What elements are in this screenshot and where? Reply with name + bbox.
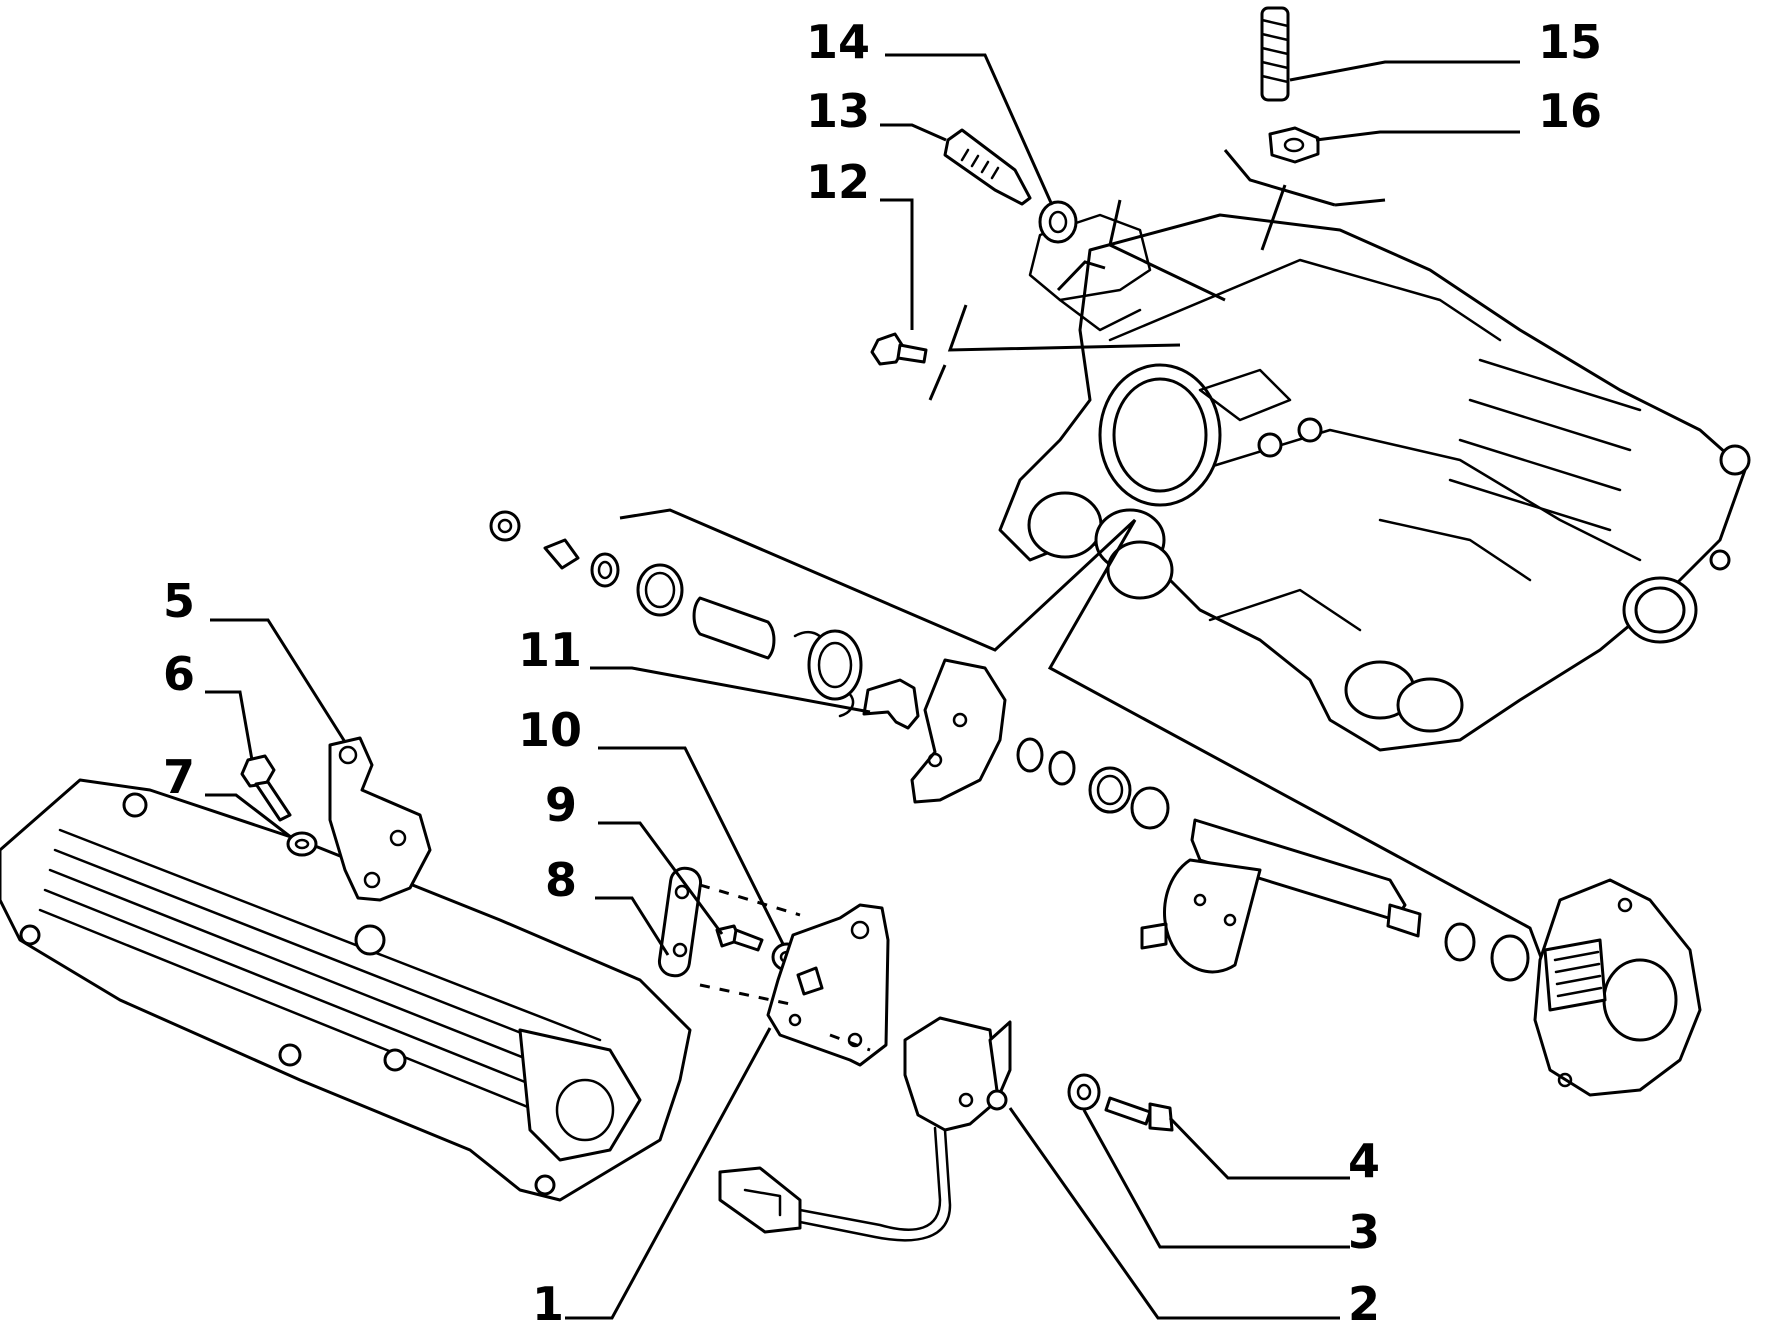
part-8-hole [674,884,690,900]
throttle-shaft-parts [489,510,1530,982]
part-6-bolt-shank [254,780,292,822]
callout-2: 2 [1348,1277,1380,1324]
part-16-nut-hole [1283,137,1305,153]
alignment-line [699,883,801,917]
part-15-threads [1260,18,1290,84]
leader-16 [1315,130,1520,142]
leader-3 [1082,1109,1350,1249]
reference-line-14 [1056,260,1106,292]
part-3-washer-hole [1076,1083,1092,1101]
callout-10: 10 [518,703,582,757]
leader-12 [880,198,914,330]
leader-1 [565,1027,772,1320]
part-2-switch-lever [988,1020,1012,1100]
part-1-pin [796,966,824,996]
part-2-hole [958,1092,974,1108]
leader-4 [1168,1116,1350,1180]
callout-3: 3 [1348,1205,1380,1259]
leader-11 [590,666,871,714]
part-13-threads [960,148,1000,180]
part-2-switch [903,1016,1000,1132]
leader-8 [595,896,670,956]
part-7-washer-hole [294,838,310,850]
part-2-connector-detail [743,1188,782,1217]
part-12-bolt-head [870,332,906,366]
reference-line-12 [928,364,947,401]
part-4-bolt-shank [1104,1096,1152,1126]
part-1-hole [788,1013,802,1027]
part-14-washer-hole [1048,210,1068,234]
callout-9: 9 [545,778,577,832]
part-8-bushing [657,866,703,978]
part-1-hole [850,920,870,940]
leader-15 [1289,60,1520,82]
part-2-connector [718,1166,802,1234]
part-2-wire [798,1128,952,1242]
part-1-sensor-bracket [766,903,890,1067]
reference-line-16 [1223,149,1336,207]
callout-5: 5 [163,574,195,628]
callout-1: 1 [532,1277,564,1324]
part-16-nut [1268,126,1320,164]
part-14-washer [1038,200,1078,244]
callout-12: 12 [806,155,870,209]
part-7-washer [286,831,318,857]
part-5-bracket [328,736,432,902]
pointer-line-throttle-body [619,508,1547,969]
callout-14: 14 [806,15,870,69]
alignment-line [699,983,796,1007]
throttle-position-sensor [1533,878,1702,1097]
leader-2 [1008,1107,1340,1320]
leader-14 [885,53,1054,206]
part-4-bolt-head [1148,1102,1174,1132]
part-9-screw-shank [732,928,764,952]
reference-line-16 [1260,184,1287,251]
leader-10 [598,746,785,945]
callout-13: 13 [806,84,870,138]
part-5-hole [338,745,358,765]
part-3-washer [1067,1073,1101,1111]
reference-line-16 [1334,198,1386,207]
callout-11: 11 [518,623,582,677]
reference-line-14 [1108,199,1226,302]
part-12-bolt-shank [896,343,928,364]
part-5-hole [363,871,381,889]
callout-4: 4 [1348,1134,1380,1188]
callout-7: 7 [163,750,195,804]
intake-manifold [998,213,1751,752]
leader-13 [880,123,947,142]
leader-5 [210,618,347,743]
part-2-wire [798,1126,942,1231]
alignment-line [829,1033,871,1052]
part-13-screw [943,128,1032,206]
part-1-hole [847,1032,863,1048]
reference-line-12 [947,304,1181,352]
valve-cover [0,778,692,1202]
callout-15: 15 [1538,15,1602,69]
part-5-hole [389,829,407,847]
part-8-hole [672,942,688,958]
callout-8: 8 [545,853,577,907]
part-11-clip [862,678,920,730]
part-2-switch-pivot [986,1089,1008,1111]
callout-6: 6 [163,647,195,701]
leader-9 [598,821,724,935]
callout-16: 16 [1538,84,1602,138]
leader-6 [205,690,254,761]
leader-7 [205,793,293,840]
